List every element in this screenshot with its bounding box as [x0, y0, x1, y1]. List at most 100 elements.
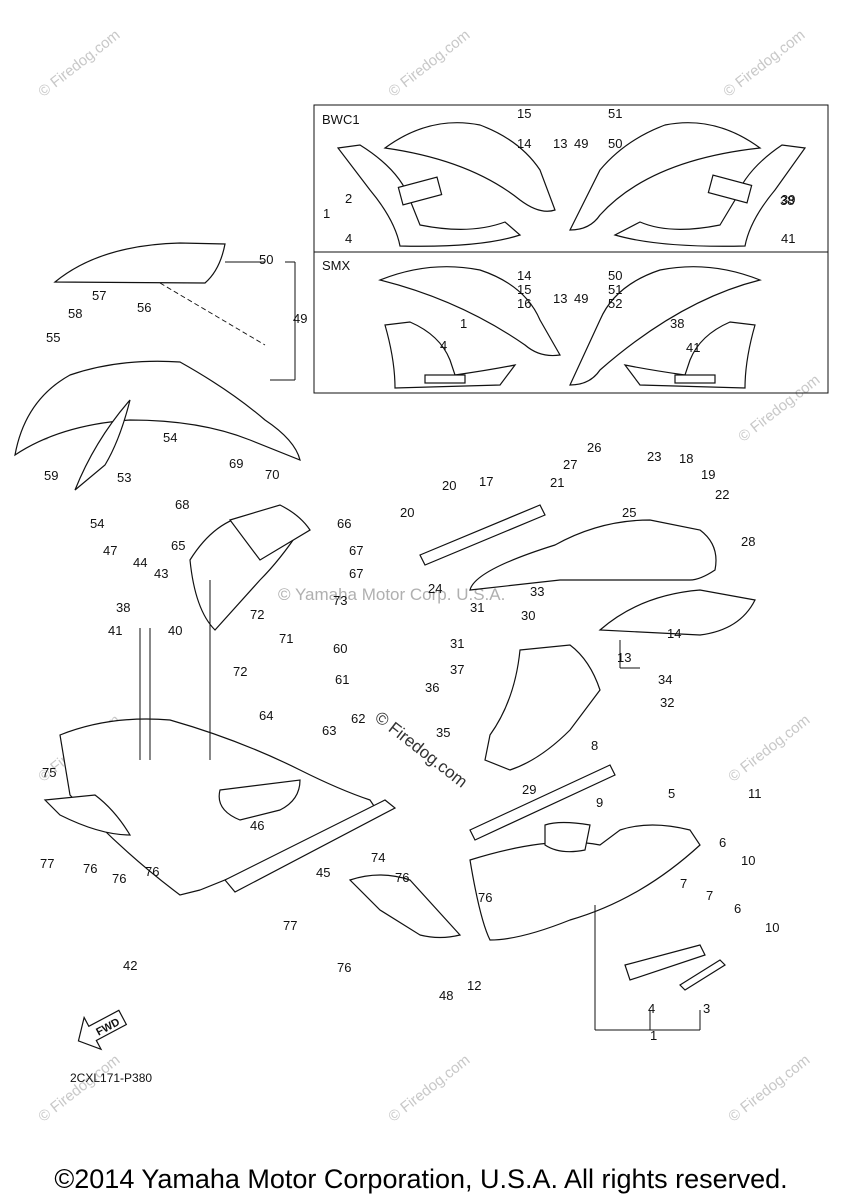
- part-number-label: 22: [715, 487, 729, 502]
- part-number-label: 54: [163, 430, 177, 445]
- forward-arrow-icon: FWD: [77, 1009, 128, 1051]
- center-duct: [484, 644, 601, 771]
- part-number-label: 41: [686, 340, 700, 355]
- part-number-label: 52: [608, 296, 622, 311]
- part-number-label: 50: [608, 268, 622, 283]
- upper-fairing: [14, 360, 301, 491]
- part-number-label: 31: [470, 600, 484, 615]
- part-number-label: 69: [229, 456, 243, 471]
- part-number-label: 57: [92, 288, 106, 303]
- part-number-label: 17: [479, 474, 493, 489]
- part-number-label: 10: [741, 853, 755, 868]
- part-number-label: 58: [68, 306, 82, 321]
- part-number-label: 7: [706, 888, 713, 903]
- part-number-label: 23: [647, 449, 661, 464]
- part-number-label: 65: [171, 538, 185, 553]
- part-number-label: 36: [425, 680, 439, 695]
- decal-icon: [674, 374, 716, 384]
- part-number-label: 6: [719, 835, 726, 850]
- part-number-label: 76: [395, 870, 409, 885]
- decal-icon: [424, 374, 466, 384]
- part-number-label: 34: [658, 672, 672, 687]
- part-number-label: 67: [349, 543, 363, 558]
- part-number-label: 44: [133, 555, 147, 570]
- bwc1-right-panel: [569, 122, 807, 247]
- part-number-label: 76: [478, 890, 492, 905]
- part-number-label: 15: [517, 282, 531, 297]
- diagram-code: 2CXL171-P380: [70, 1071, 153, 1085]
- part-number-label: 14: [517, 268, 531, 283]
- part-number-label: 53: [117, 470, 131, 485]
- part-number-label: 77: [283, 918, 297, 933]
- part-number-label: 1: [460, 316, 467, 331]
- side-cowl-left: [189, 504, 311, 631]
- part-number-label: 4: [440, 338, 447, 353]
- part-number-label: 6: [734, 901, 741, 916]
- part-number-label: 35: [436, 725, 450, 740]
- part-number-label: 3: [703, 1001, 710, 1016]
- part-number-label: 33: [530, 584, 544, 599]
- part-number-label: 30: [521, 608, 535, 623]
- part-number-label: 72: [233, 664, 247, 679]
- part-number-label: 2: [345, 191, 352, 206]
- part-number-label: 59: [44, 468, 58, 483]
- part-number-label: 5: [668, 786, 675, 801]
- part-number-label: 9: [596, 795, 603, 810]
- part-number-label: 26: [587, 440, 601, 455]
- part-number-label: 49: [574, 291, 588, 306]
- part-number-label: 62: [351, 711, 365, 726]
- part-number-label: 76: [145, 864, 159, 879]
- part-number-label: 74: [371, 850, 385, 865]
- part-number-label: 76: [83, 861, 97, 876]
- part-number-label: 50: [259, 252, 273, 267]
- part-number-label: 72: [250, 607, 264, 622]
- part-number-label: 46: [250, 818, 264, 833]
- part-number-label: 68: [175, 497, 189, 512]
- vent-grille-icon: [397, 176, 443, 206]
- part-number-label: 43: [154, 566, 168, 581]
- part-number-label: 75: [42, 765, 56, 780]
- variant-title: BWC1: [322, 112, 360, 127]
- part-number-label: 13: [617, 650, 631, 665]
- part-number-label: 48: [439, 988, 453, 1003]
- part-number-label: 10: [765, 920, 779, 935]
- part-number-label: 11: [748, 786, 762, 801]
- smx-right-panel: [569, 266, 762, 389]
- part-number-label: 7: [680, 876, 687, 891]
- right-side-cover: [419, 504, 756, 636]
- part-number-label: 15: [517, 106, 531, 121]
- part-number-label: 38: [780, 193, 794, 208]
- part-number-label: 38: [116, 600, 130, 615]
- part-number-label: 66: [337, 516, 351, 531]
- part-number-label: 38: [670, 316, 684, 331]
- part-number-label: 19: [701, 467, 715, 482]
- part-number-label: 13: [553, 291, 567, 306]
- part-number-label: 64: [259, 708, 273, 723]
- part-number-label: 42: [123, 958, 137, 973]
- copyright-footer: ©2014 Yamaha Motor Corporation, U.S.A. A…: [54, 1164, 788, 1194]
- part-number-label: 47: [103, 543, 117, 558]
- part-number-label: 28: [741, 534, 755, 549]
- part-number-label: 61: [335, 672, 349, 687]
- part-number-label: 70: [265, 467, 279, 482]
- part-number-label: 18: [679, 451, 693, 466]
- part-number-label: 63: [322, 723, 336, 738]
- part-number-label: 25: [622, 505, 636, 520]
- part-number-label: 40: [168, 623, 182, 638]
- part-number-label: 13: [553, 136, 567, 151]
- part-number-label: 24: [428, 581, 442, 596]
- part-number-label: 20: [442, 478, 456, 493]
- part-number-label: 54: [90, 516, 104, 531]
- part-number-label: 14: [517, 136, 531, 151]
- part-number-label: 21: [550, 475, 564, 490]
- part-number-label: 67: [349, 566, 363, 581]
- part-number-label: 49: [574, 136, 588, 151]
- part-number-label: 27: [563, 457, 577, 472]
- bwc1-left-panel: [336, 122, 556, 247]
- part-number-label: 12: [467, 978, 481, 993]
- part-number-label: 51: [608, 282, 622, 297]
- variant-box-smx: SMX: [313, 251, 829, 394]
- part-number-label: 4: [345, 231, 352, 246]
- center-watermark: © Yamaha Motor Corp. U.S.A.: [278, 585, 506, 604]
